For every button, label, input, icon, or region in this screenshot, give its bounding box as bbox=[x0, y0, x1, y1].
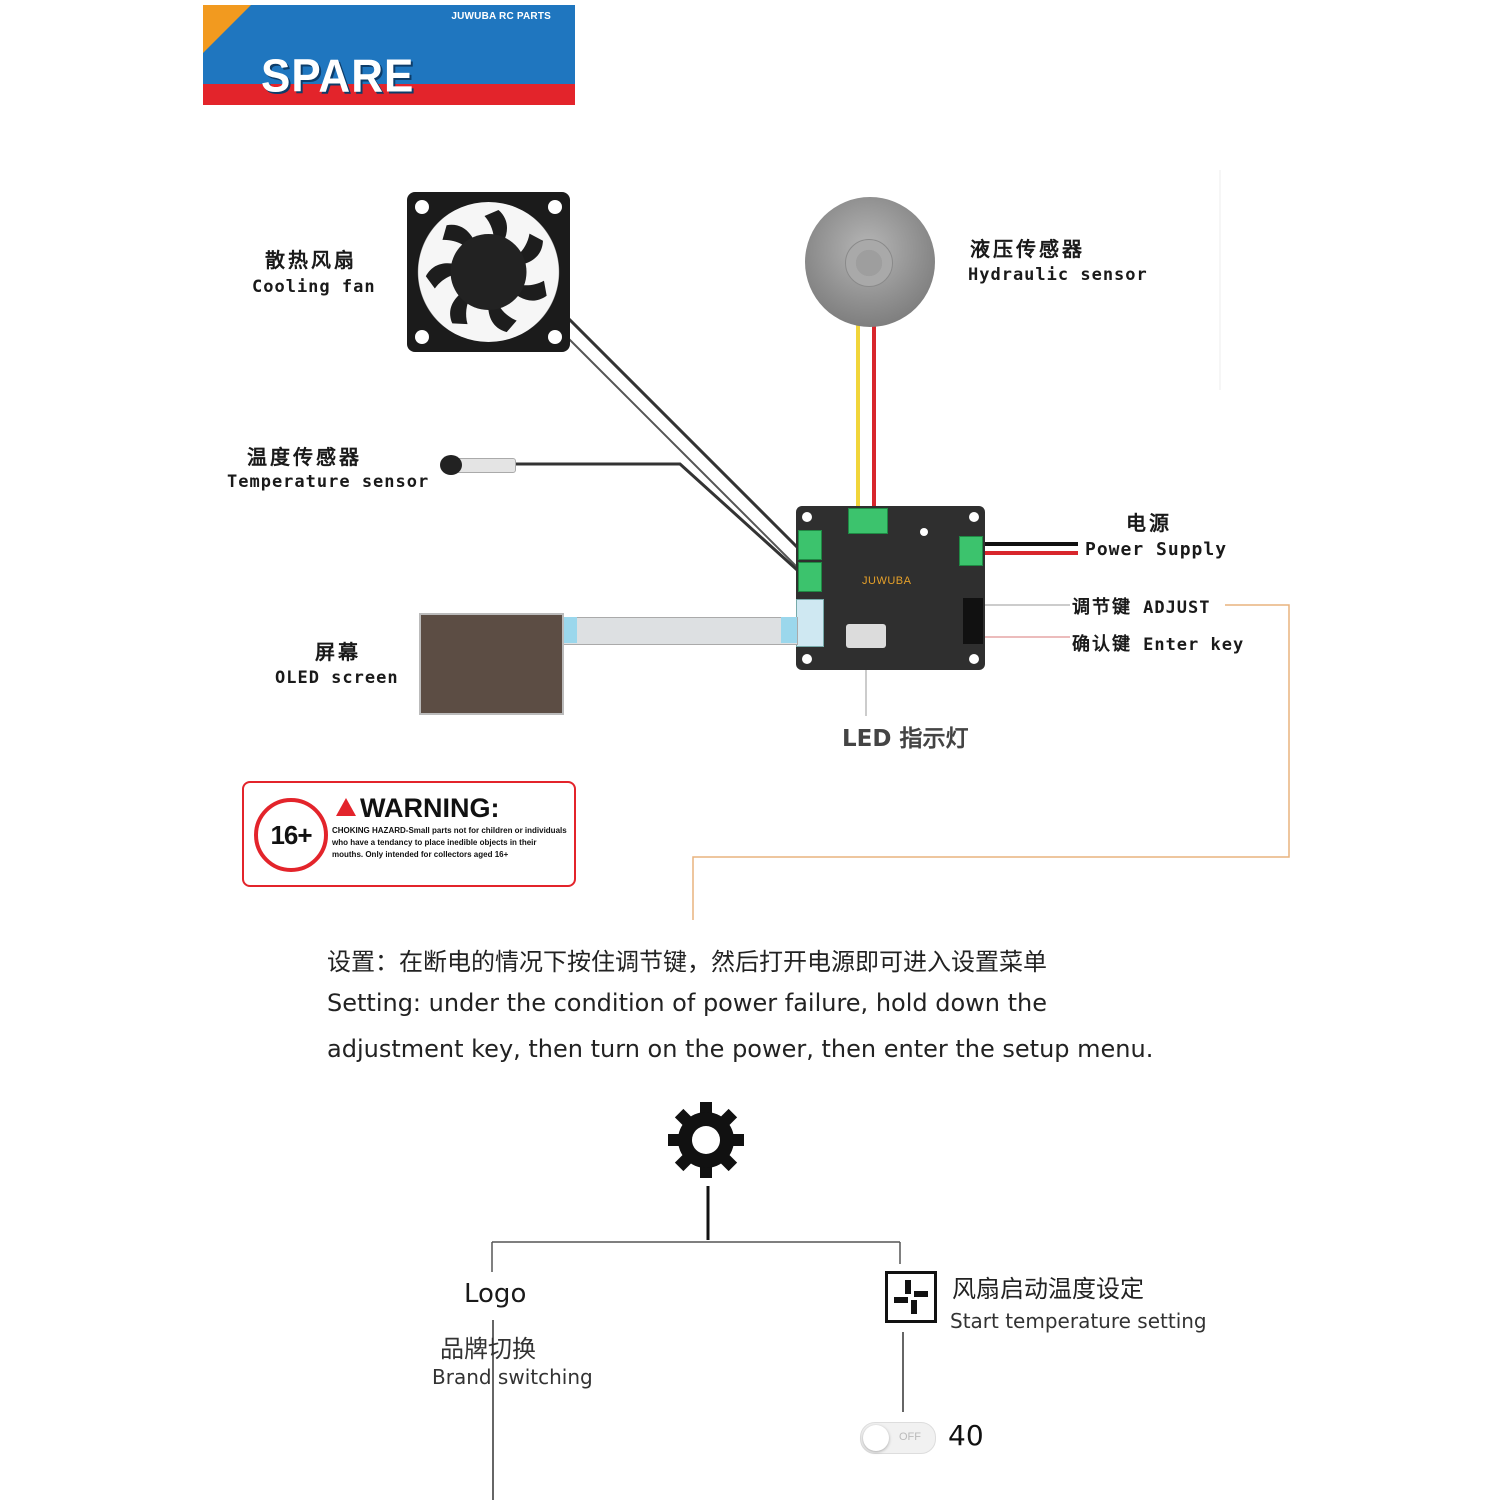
fan-connector bbox=[798, 530, 822, 560]
warning-box: 16+ WARNING: CHOKING HAZARD-Small parts … bbox=[242, 781, 576, 887]
screen-ribbon-cable bbox=[560, 617, 798, 645]
temperature-probe-image bbox=[440, 455, 516, 475]
fan-toggle-state: OFF bbox=[899, 1431, 921, 1443]
logo-menu-title: Logo bbox=[464, 1279, 527, 1309]
enter-label-cn: 确认键 bbox=[1072, 634, 1132, 655]
oled-label-cn: 屏幕 bbox=[315, 640, 361, 664]
logo-menu-cn: 品牌切换 bbox=[440, 1335, 536, 1363]
temp-value: 40 bbox=[948, 1419, 984, 1452]
power-label-cn: 电源 bbox=[1126, 511, 1172, 535]
fan-label-cn: 散热风扇 bbox=[265, 248, 357, 272]
board-logo: JUWUBA bbox=[862, 575, 912, 587]
setting-text-en-1: Setting: under the condition of power fa… bbox=[327, 989, 1048, 1017]
setting-text-en-2: adjustment key, then turn on the power, … bbox=[327, 1035, 1154, 1063]
warning-heading-text: WARNING: bbox=[360, 793, 500, 823]
brand-corner-icon bbox=[203, 5, 251, 53]
gear-icon bbox=[666, 1100, 746, 1180]
setting-text-cn: 设置：在断电的情况下按住调节键，然后打开电源即可进入设置菜单 bbox=[327, 948, 1047, 976]
oled-screen-image bbox=[419, 613, 564, 715]
logo-menu-en: Brand switching bbox=[432, 1365, 593, 1389]
warning-triangle-icon bbox=[336, 798, 356, 816]
led-indicator bbox=[846, 624, 886, 648]
adjust-label: 调节键 ADJUST bbox=[1072, 593, 1211, 619]
spare-parts-banner: JUWUBA RC PARTS SPARE PARTS bbox=[203, 5, 575, 105]
fan-toggle[interactable]: OFF bbox=[860, 1422, 936, 1454]
screen-connector bbox=[796, 599, 824, 647]
hydraulic-sensor-image bbox=[805, 197, 935, 327]
enter-label-en: Enter key bbox=[1143, 635, 1245, 655]
age-badge: 16+ bbox=[254, 798, 328, 872]
adjust-label-cn: 调节键 bbox=[1072, 597, 1132, 618]
hydraulic-label-cn: 液压传感器 bbox=[970, 237, 1085, 261]
enter-label: 确认键 Enter key bbox=[1072, 630, 1244, 656]
temperature-label-cn: 温度传感器 bbox=[247, 445, 362, 469]
fan-temp-en: Start temperature setting bbox=[950, 1309, 1207, 1333]
led-label: LED 指示灯 bbox=[842, 726, 969, 752]
adjust-enter-keys bbox=[963, 598, 983, 644]
hydraulic-connector bbox=[848, 508, 888, 534]
fan-temp-icon bbox=[885, 1271, 937, 1323]
fan-label-en: Cooling fan bbox=[252, 277, 376, 297]
cooling-fan-image bbox=[407, 192, 570, 352]
warning-body: CHOKING HAZARD-Small parts not for child… bbox=[332, 826, 567, 859]
fan-temp-cn: 风扇启动温度设定 bbox=[952, 1275, 1144, 1303]
adjust-label-en: ADJUST bbox=[1143, 598, 1211, 618]
banner-title: SPARE PARTS bbox=[261, 50, 415, 105]
hydraulic-label-en: Hydraulic sensor bbox=[968, 265, 1148, 285]
banner-brand: JUWUBA RC PARTS bbox=[451, 11, 551, 22]
oled-label-en: OLED screen bbox=[275, 668, 399, 688]
controller-board: JUWUBA bbox=[796, 506, 985, 670]
temperature-label-en: Temperature sensor bbox=[227, 472, 430, 492]
warning-heading: WARNING: bbox=[336, 793, 499, 824]
power-connector bbox=[959, 536, 983, 566]
power-label-en: Power Supply bbox=[1085, 539, 1228, 560]
temperature-connector bbox=[798, 562, 822, 592]
